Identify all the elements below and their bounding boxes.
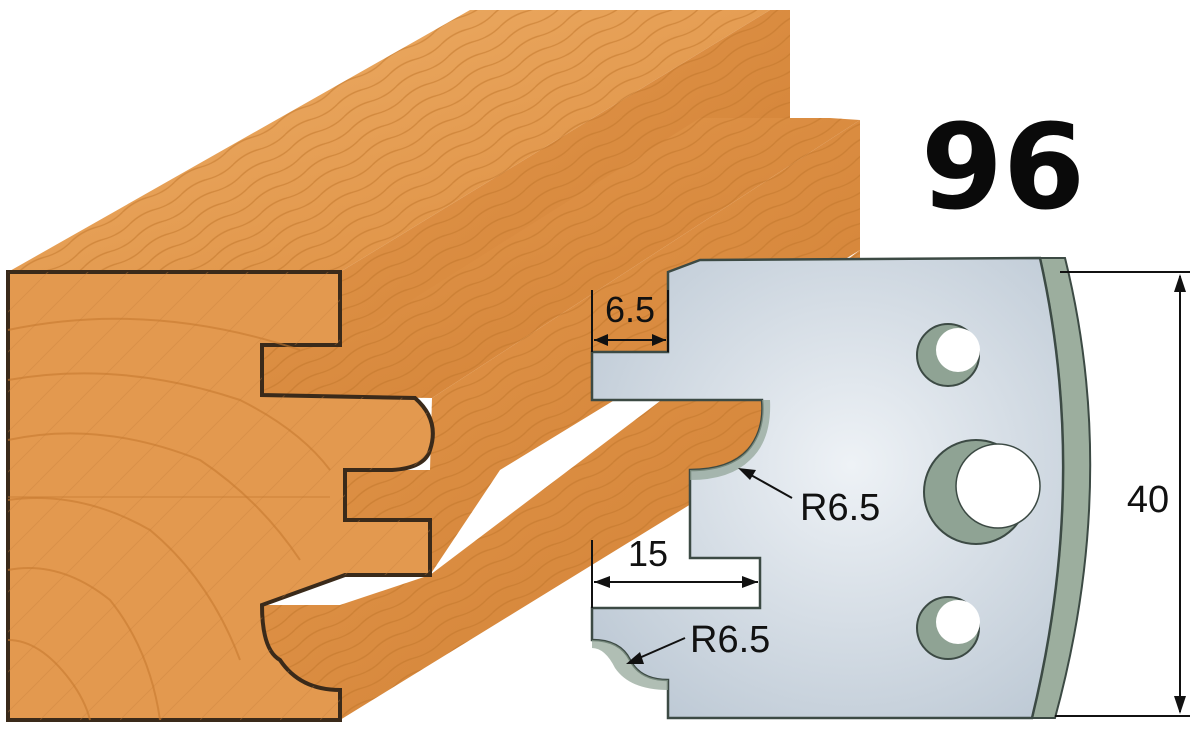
- dimension-radius-lower: R6.5: [690, 619, 770, 661]
- dimension-slot-width: 15: [628, 533, 668, 574]
- knife-hole-bottom: [916, 596, 980, 660]
- profile-number: 96: [921, 98, 1085, 236]
- dimension-lines: [591, 271, 1190, 717]
- knife-profile: [590, 256, 1092, 720]
- knife-hole-top: [916, 323, 980, 387]
- dimension-radius-upper: R6.5: [800, 487, 880, 529]
- dimension-slot-depth: 6.5: [605, 289, 655, 330]
- dimension-height: 40: [1127, 479, 1169, 521]
- knife-hole-center: [923, 439, 1041, 545]
